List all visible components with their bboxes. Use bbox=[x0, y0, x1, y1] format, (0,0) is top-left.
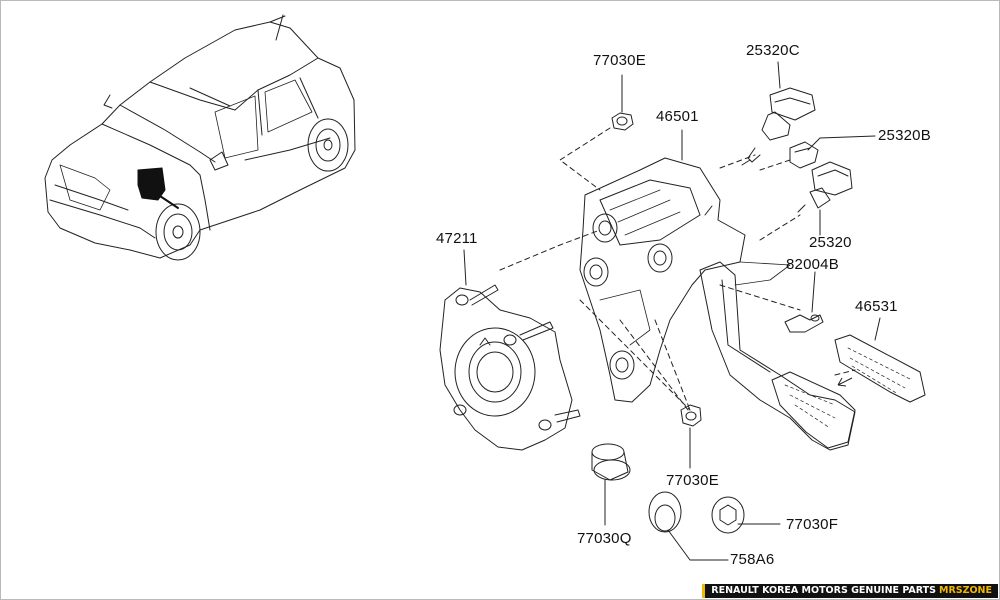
stop-switch-c bbox=[741, 87, 816, 166]
label-77030f[interactable]: 77030F bbox=[786, 516, 839, 533]
label-25320c[interactable]: 25320C bbox=[746, 42, 800, 59]
pedal-bracket bbox=[579, 157, 746, 403]
label-77030e-top[interactable]: 77030E bbox=[593, 52, 646, 69]
label-758a6[interactable]: 758A6 bbox=[730, 551, 775, 568]
brake-pedal-arm bbox=[699, 261, 856, 451]
clip-82004b bbox=[784, 314, 824, 333]
mounting-flange bbox=[439, 284, 581, 451]
label-82004b[interactable]: 82004B bbox=[786, 256, 839, 273]
label-25320[interactable]: 25320 bbox=[809, 234, 852, 251]
footer-watermark: RENAULT KOREA MOTORS GENUINE PARTS MRSZO… bbox=[702, 584, 998, 598]
label-46501[interactable]: 46501 bbox=[656, 108, 699, 125]
label-77030q[interactable]: 77030Q bbox=[577, 530, 632, 547]
cap-758a6 bbox=[648, 491, 682, 533]
pedal-pad-cover bbox=[834, 334, 926, 403]
stop-switch bbox=[797, 161, 853, 213]
footer-brand: MRSZONE bbox=[938, 585, 992, 596]
label-77030e-bottom[interactable]: 77030E bbox=[666, 472, 719, 489]
vehicle-illustration bbox=[44, 14, 356, 261]
nut-77030f bbox=[711, 496, 745, 534]
stop-switch-b bbox=[789, 141, 819, 169]
nut-bottom bbox=[680, 404, 702, 427]
brake-pedal-pad bbox=[771, 371, 856, 449]
footer-stripe bbox=[702, 584, 706, 598]
label-46531[interactable]: 46531 bbox=[855, 298, 898, 315]
label-47211[interactable]: 47211 bbox=[436, 230, 478, 247]
label-25320b[interactable]: 25320B bbox=[878, 127, 931, 144]
grommet-77030q bbox=[591, 443, 631, 481]
footer-text: RENAULT KOREA MOTORS GENUINE PARTS bbox=[711, 585, 936, 596]
nut-top bbox=[611, 112, 634, 131]
